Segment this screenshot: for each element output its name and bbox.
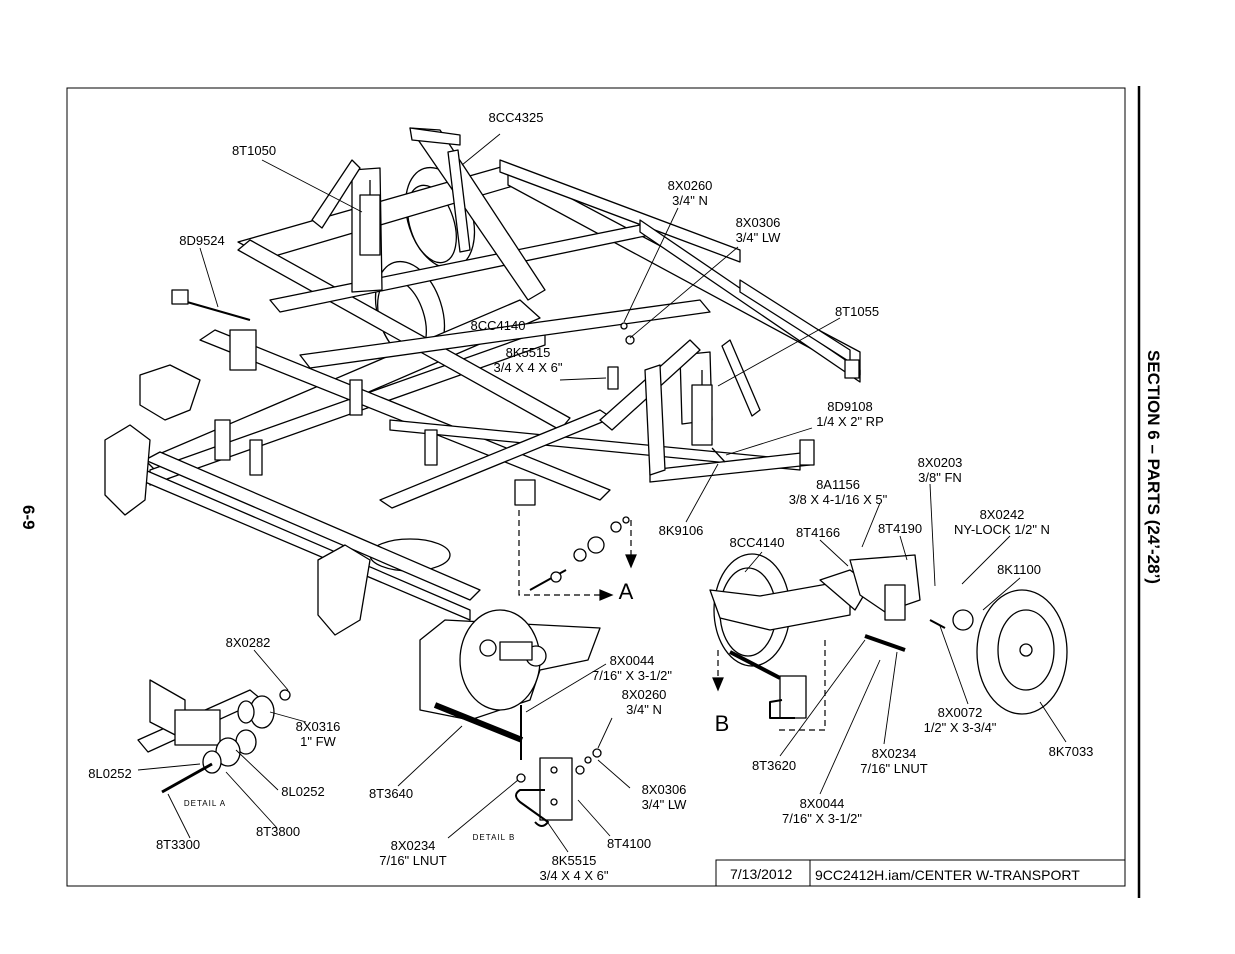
section-title: SECTION 6 – PARTS (24’-28’) xyxy=(1144,350,1163,584)
callout-8k1100: 8K1100 xyxy=(997,562,1041,577)
detail-b-caption: DETAIL B xyxy=(472,833,516,842)
detail-a-marker: A xyxy=(618,579,634,604)
detail-b-marker: B xyxy=(714,711,730,736)
callout-8l0252-left: 8L0252 xyxy=(88,766,132,781)
page-number: 6-9 xyxy=(19,505,38,530)
detail-a-indicator xyxy=(518,510,637,601)
callout-8t3620: 8T3620 xyxy=(751,758,797,773)
callout-8x0282: 8X0282 xyxy=(225,635,271,650)
title-block-frame xyxy=(715,859,1126,887)
callout-8t4166: 8T4166 xyxy=(795,525,841,540)
drawing-border xyxy=(66,87,1126,887)
detail-b-indicator xyxy=(712,640,826,731)
callout-8t4190: 8T4190 xyxy=(877,521,923,536)
callout-8cc4140-b: 8CC4140 xyxy=(729,535,785,550)
title-block-file: 9CC2412H.iam/CENTER W-TRANSPORT xyxy=(815,867,1080,883)
title-block-date: 7/13/2012 xyxy=(730,866,793,882)
callout-8t4100: 8T4100 xyxy=(606,836,652,851)
callout-8t3300: 8T3300 xyxy=(155,837,201,852)
callout-8t1055: 8T1055 xyxy=(834,304,880,319)
detail-b-drawing xyxy=(709,553,1068,719)
callout-8k9106: 8K9106 xyxy=(658,523,704,538)
main-frame-assembly xyxy=(104,127,861,636)
callout-8k7033: 8K7033 xyxy=(1048,744,1094,759)
callout-8t3800: 8T3800 xyxy=(255,824,301,839)
callout-8cc4140-mid: 8CC4140 xyxy=(470,318,526,333)
detail-center-drawing xyxy=(419,609,602,827)
detail-a-caption: DETAIL A xyxy=(183,799,227,808)
callout-8d9524: 8D9524 xyxy=(179,233,225,248)
callout-8t1050: 8T1050 xyxy=(231,143,277,158)
callout-8l0252-right: 8L0252 xyxy=(281,784,325,799)
detail-a-drawing xyxy=(137,679,291,794)
callout-8cc4325: 8CC4325 xyxy=(488,110,544,125)
leader-lines xyxy=(137,133,1067,853)
callout-8t3640: 8T3640 xyxy=(368,786,414,801)
